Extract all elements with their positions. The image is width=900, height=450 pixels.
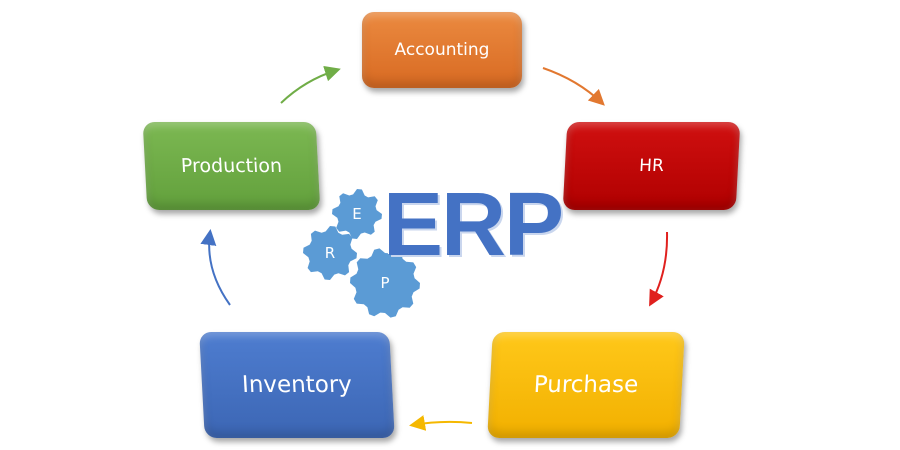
node-label: Production	[180, 155, 283, 177]
arrow-inventory-to-production	[200, 229, 231, 306]
arrow-hr-to-purchase	[649, 231, 669, 307]
erp-title: ERP	[383, 175, 564, 275]
node-label: HR	[638, 156, 665, 176]
node-label: Purchase	[533, 372, 639, 398]
gear-letter-e: E	[352, 205, 362, 223]
gear-e-icon	[332, 189, 382, 239]
node-purchase: Purchase	[487, 332, 685, 438]
node-label: Inventory	[241, 372, 353, 398]
arrow-accounting-to-hr	[542, 67, 605, 106]
node-production: Production	[142, 122, 321, 210]
node-inventory: Inventory	[199, 332, 395, 438]
arrow-production-to-accounting	[280, 65, 341, 104]
node-hr: HR	[562, 122, 741, 210]
arrow-purchase-to-inventory	[409, 415, 473, 431]
node-accounting: Accounting	[362, 12, 522, 88]
node-label: Accounting	[394, 40, 490, 60]
gear-letter-p: P	[380, 274, 390, 292]
gear-r-icon	[303, 226, 357, 280]
gear-letter-r: R	[324, 244, 336, 262]
gear-p-icon	[350, 248, 420, 318]
